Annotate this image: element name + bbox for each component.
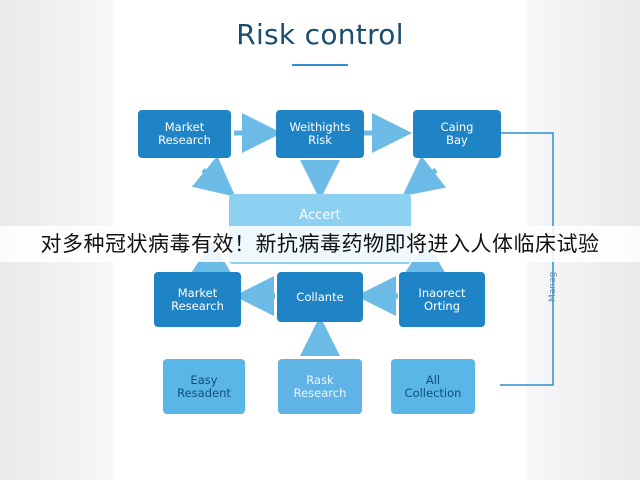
caption-banner-text: 对多种冠状病毒有效！新抗病毒药物即将进入人体临床试验 bbox=[40, 232, 600, 256]
title-underline bbox=[292, 64, 348, 66]
node-all-collection: All Collection bbox=[391, 359, 475, 414]
arrow-down-left bbox=[191, 155, 236, 197]
side-label: Manag bbox=[548, 271, 558, 302]
node-market-research-mid: Market Research bbox=[154, 272, 241, 327]
node-weighting-risk: Weithights Risk bbox=[276, 110, 364, 158]
diagram-title: Risk control bbox=[236, 18, 404, 51]
caption-banner bbox=[0, 226, 640, 262]
arrow-down-right bbox=[402, 155, 447, 197]
node-easy-resadent: Easy Resadent bbox=[163, 359, 245, 414]
node-inaorect-orting: Inaorect Orting bbox=[399, 272, 485, 327]
node-caing-bay: Caing Bay bbox=[413, 110, 501, 158]
node-rask-research: Rask Research bbox=[278, 359, 362, 414]
accept-label: Accert bbox=[299, 208, 341, 223]
node-market-research-top: Market Research bbox=[138, 110, 231, 158]
node-collante: Collante bbox=[277, 272, 363, 322]
